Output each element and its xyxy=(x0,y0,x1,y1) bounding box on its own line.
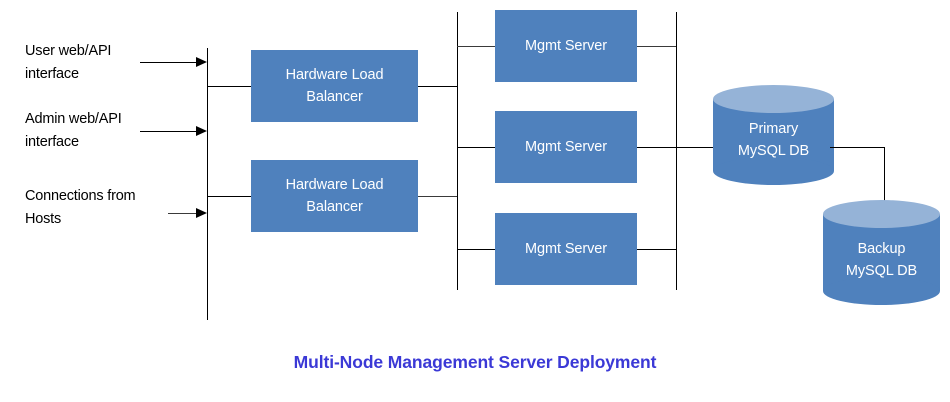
connector-mgmt1-to-bus3 xyxy=(637,46,677,47)
mgmt-server-1[interactable]: Mgmt Server xyxy=(495,10,637,82)
connector-mgmt2-to-bus3 xyxy=(637,147,677,148)
arrow-line-connections-from-hosts xyxy=(168,213,198,214)
backup-db-top-ellipse xyxy=(823,200,940,228)
connector-bus2-to-mgmt2 xyxy=(457,147,496,148)
mgmt-front-vertical-bus xyxy=(457,12,458,290)
mgmt-server-3[interactable]: Mgmt Server xyxy=(495,213,637,285)
primary-mysql-db[interactable]: Primary MySQL DB xyxy=(713,85,834,185)
database-front-vertical-bus xyxy=(676,12,677,290)
connector-bus3-to-primary-db xyxy=(676,147,721,148)
connector-bus2-to-mgmt3 xyxy=(457,249,496,250)
source-label-admin-web-api: Admin web/API interface xyxy=(25,111,122,150)
connector-bus2-to-mgmt1 xyxy=(457,46,496,47)
backup-db-label: Backup MySQL DB xyxy=(845,241,918,279)
diagram-title: Multi-Node Management Server Deployment xyxy=(293,352,657,372)
arrow-line-user-web-api xyxy=(140,62,198,63)
connector-bus1-to-lb2 xyxy=(207,196,252,197)
connector-primary-to-backup-vertical xyxy=(884,147,885,219)
arrow-head-connections-from-hosts xyxy=(196,207,207,218)
mgmt-server-2[interactable]: Mgmt Server xyxy=(495,111,637,183)
primary-db-label: Primary MySQL DB xyxy=(737,121,810,159)
source-label-user-web-api: User web/API interface xyxy=(25,43,112,82)
primary-db-top-ellipse xyxy=(713,85,834,113)
connector-primary-to-backup-horizontal xyxy=(830,147,885,148)
connector-bus1-to-lb1 xyxy=(207,86,252,87)
arrow-line-admin-web-api xyxy=(140,131,198,132)
connector-lb1-to-bus2 xyxy=(418,86,458,87)
source-label-connections-from-hosts: Connections from Hosts xyxy=(25,188,136,227)
connector-lb2-to-bus2 xyxy=(418,196,458,197)
arrow-head-admin-web-api xyxy=(196,125,207,136)
primary-db-bottom-ellipse xyxy=(713,157,834,185)
backup-mysql-db[interactable]: Backup MySQL DB xyxy=(823,200,940,305)
ingress-vertical-bus xyxy=(207,48,208,320)
hardware-load-balancer-2[interactable]: Hardware Load Balancer xyxy=(251,160,418,232)
connector-mgmt3-to-bus3 xyxy=(637,249,677,250)
hardware-load-balancer-1[interactable]: Hardware Load Balancer xyxy=(251,50,418,122)
backup-db-bottom-ellipse xyxy=(823,277,940,305)
arrow-head-user-web-api xyxy=(196,56,207,67)
